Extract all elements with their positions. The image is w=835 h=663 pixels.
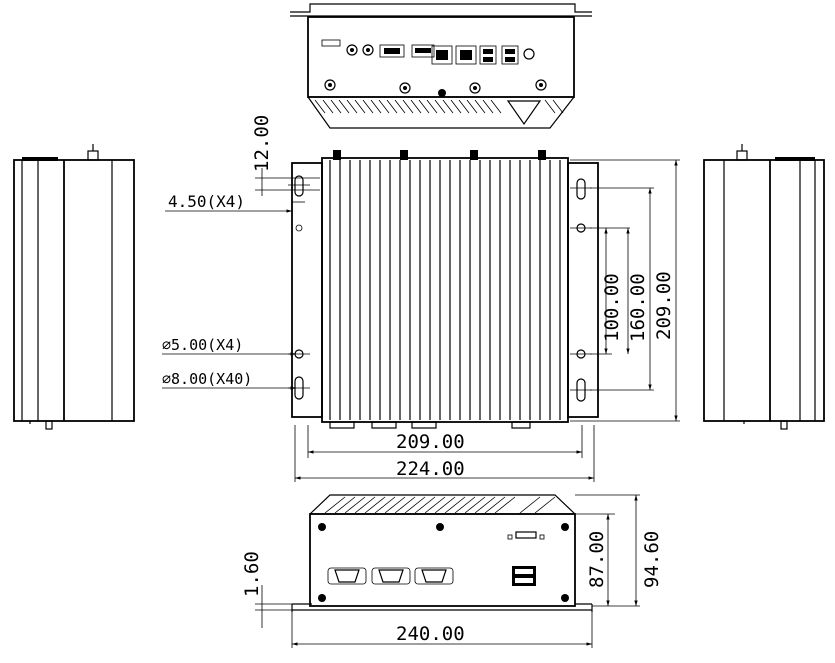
dim-height-100: 100.00 — [601, 273, 623, 342]
dim-width-inner: 209.00 — [396, 431, 465, 453]
heatsink-fins — [329, 160, 561, 420]
dim-width-outer: 224.00 — [396, 458, 465, 480]
left-side-view — [13, 144, 135, 430]
dimension-labels: 12.00 4.50(X4) ∅5.00(X4) ∅8.00(X40) 209.… — [162, 115, 675, 645]
right-side-view — [703, 144, 825, 430]
rear-view — [291, 494, 593, 612]
dim-hole-dia-5: ∅5.00(X4) — [162, 336, 243, 354]
main-top-view — [288, 150, 599, 429]
dim-bracket-thickness: 1.60 — [241, 551, 263, 597]
dim-hole-dia-8: ∅8.00(X40) — [162, 370, 252, 388]
dim-rear-height-87: 87.00 — [586, 531, 608, 588]
dim-height-160: 160.00 — [627, 273, 649, 342]
dim-slot-dia: 4.50(X4) — [168, 192, 245, 211]
front-io-view — [290, 3, 592, 129]
dim-rear-height-94: 94.60 — [641, 531, 663, 588]
dim-top-margin: 12.00 — [251, 115, 273, 172]
dimension-lines — [162, 159, 680, 648]
dim-rear-width: 240.00 — [396, 623, 465, 645]
dim-height-209: 209.00 — [653, 271, 675, 340]
